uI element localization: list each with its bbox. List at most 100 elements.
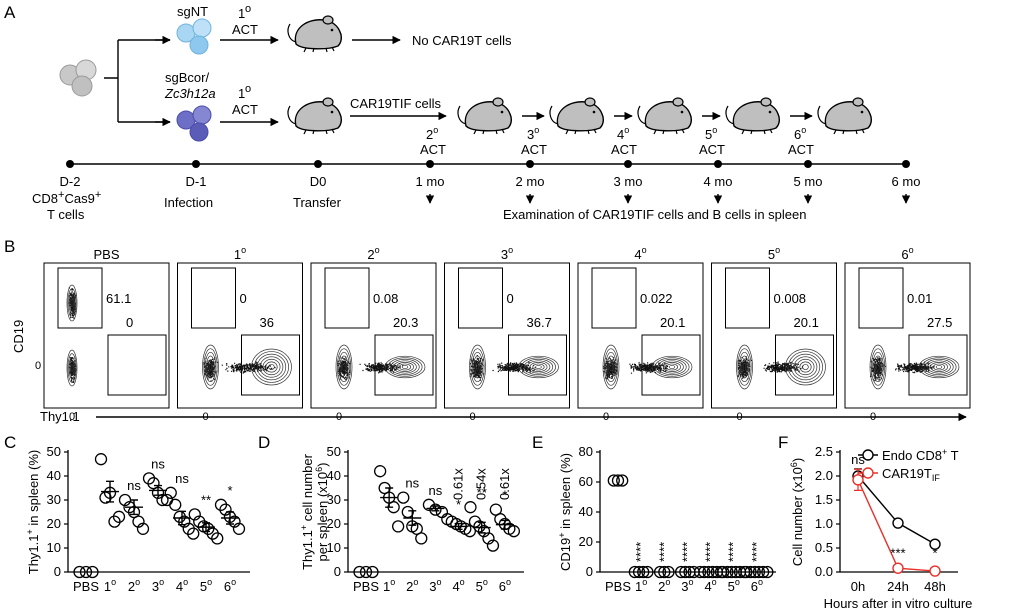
mouse-icon xyxy=(637,97,693,135)
y-axis-label: Thy1.1+ in spleen (%) xyxy=(25,450,41,575)
data-point xyxy=(359,565,373,579)
significance-label: **** xyxy=(703,542,718,562)
y-tick-label: 0 xyxy=(54,564,61,579)
timeline-label: D-2 xyxy=(60,174,81,189)
significance-label: ns xyxy=(851,452,865,467)
flow-contour xyxy=(785,348,826,386)
gate-value-bottom: 20.3 xyxy=(393,315,418,330)
flow-contour xyxy=(609,362,613,372)
flow-contour xyxy=(607,359,615,375)
flow-contour xyxy=(393,360,417,374)
act-step-number: 2o xyxy=(426,125,438,142)
data-point xyxy=(178,515,191,528)
axis-zero: 0 xyxy=(35,360,41,372)
flow-contour xyxy=(259,356,284,378)
mouse-icon xyxy=(457,97,513,135)
data-point xyxy=(397,491,410,504)
timeline-label: 3 mo xyxy=(614,174,643,189)
data-point xyxy=(892,562,904,574)
gate-thy11 xyxy=(374,334,434,396)
data-point xyxy=(717,565,730,579)
y-tick-label: 40 xyxy=(47,468,61,483)
flow-contour xyxy=(384,355,426,379)
gate-value-top: 0.022 xyxy=(640,291,673,306)
data-point xyxy=(188,508,201,521)
axis-zero: 0 xyxy=(69,411,75,423)
flow-contour xyxy=(518,355,559,379)
mean-sem-bar xyxy=(197,522,215,533)
data-point xyxy=(929,565,941,577)
significance-label: ns xyxy=(429,483,443,498)
data-point xyxy=(641,565,654,579)
x-tick-label: 2o xyxy=(406,577,418,594)
flow-event-cloud xyxy=(737,356,753,380)
data-point xyxy=(108,515,121,528)
x-axis-label: Hours after in vitro culture xyxy=(824,596,973,611)
panel-letter-f: F xyxy=(778,433,788,452)
timeline-dot xyxy=(714,160,722,168)
flow-contour xyxy=(262,358,281,376)
data-point xyxy=(79,565,93,579)
examination-label: Examination of CAR19TIF cells and B cell… xyxy=(503,207,806,222)
significance-label: *** xyxy=(890,546,905,561)
car19tif-label: CAR19TIF cells xyxy=(350,96,442,111)
t-cell-cluster-icon xyxy=(59,59,97,97)
act-step-label: ACT xyxy=(420,142,446,157)
flow-contour xyxy=(203,348,218,386)
gate-value-top: 0 xyxy=(507,291,514,306)
flow-contour xyxy=(874,359,882,375)
x-tick-label: 3o xyxy=(429,577,441,594)
flow-contour xyxy=(68,356,76,380)
timeline-dot xyxy=(314,160,322,168)
data-point xyxy=(464,501,477,514)
mean-sem-bar xyxy=(221,511,239,525)
gate-value-top: 0.008 xyxy=(774,291,807,306)
flow-events xyxy=(335,344,426,390)
flow-contour xyxy=(256,353,287,381)
panel-letter-a: A xyxy=(4,3,16,22)
data-point xyxy=(616,474,629,487)
flow-contour xyxy=(668,365,676,369)
flow-contour xyxy=(70,299,74,307)
flow-contour xyxy=(338,351,350,383)
flow-contour xyxy=(870,348,886,386)
flow-plots: PBS61.10001o03602o0.0820.303o036.704o0.0… xyxy=(35,245,971,423)
timeline-dot xyxy=(66,160,74,168)
flow-contour xyxy=(208,362,213,372)
timeline-dot xyxy=(192,160,200,168)
data-point xyxy=(611,474,625,487)
flow-contour xyxy=(793,356,818,378)
x-tick-label: 1o xyxy=(104,577,116,594)
data-point xyxy=(693,565,707,579)
data-point xyxy=(219,503,232,516)
data-point xyxy=(173,510,186,523)
data-point xyxy=(752,565,766,579)
x-tick-label: PBS xyxy=(353,579,379,594)
flow-event-cloud xyxy=(895,361,935,374)
x-tick-label: 6o xyxy=(751,577,763,594)
flow-contour xyxy=(935,365,943,369)
flow-contour xyxy=(799,361,812,373)
flow-contour xyxy=(265,361,278,373)
act-step-label: ACT xyxy=(788,142,814,157)
flow-contour xyxy=(788,351,823,383)
significance-label: **** xyxy=(679,542,694,562)
fold-change-label: 0.54x xyxy=(474,468,489,500)
flow-contour xyxy=(869,344,887,390)
flow-event-cloud xyxy=(221,361,276,374)
x-tick-label: 24h xyxy=(887,579,909,594)
y-tick-label: 1.5 xyxy=(815,492,833,507)
axis-zero: 0 xyxy=(336,411,342,423)
timeline-dot xyxy=(526,160,534,168)
data-point xyxy=(748,565,761,579)
flow-contour xyxy=(66,349,78,387)
timeline-label: 5 mo xyxy=(794,174,823,189)
flow-plot-title: PBS xyxy=(93,247,119,262)
flow-events xyxy=(602,344,693,390)
sgbcor-cells-icon xyxy=(176,105,212,142)
